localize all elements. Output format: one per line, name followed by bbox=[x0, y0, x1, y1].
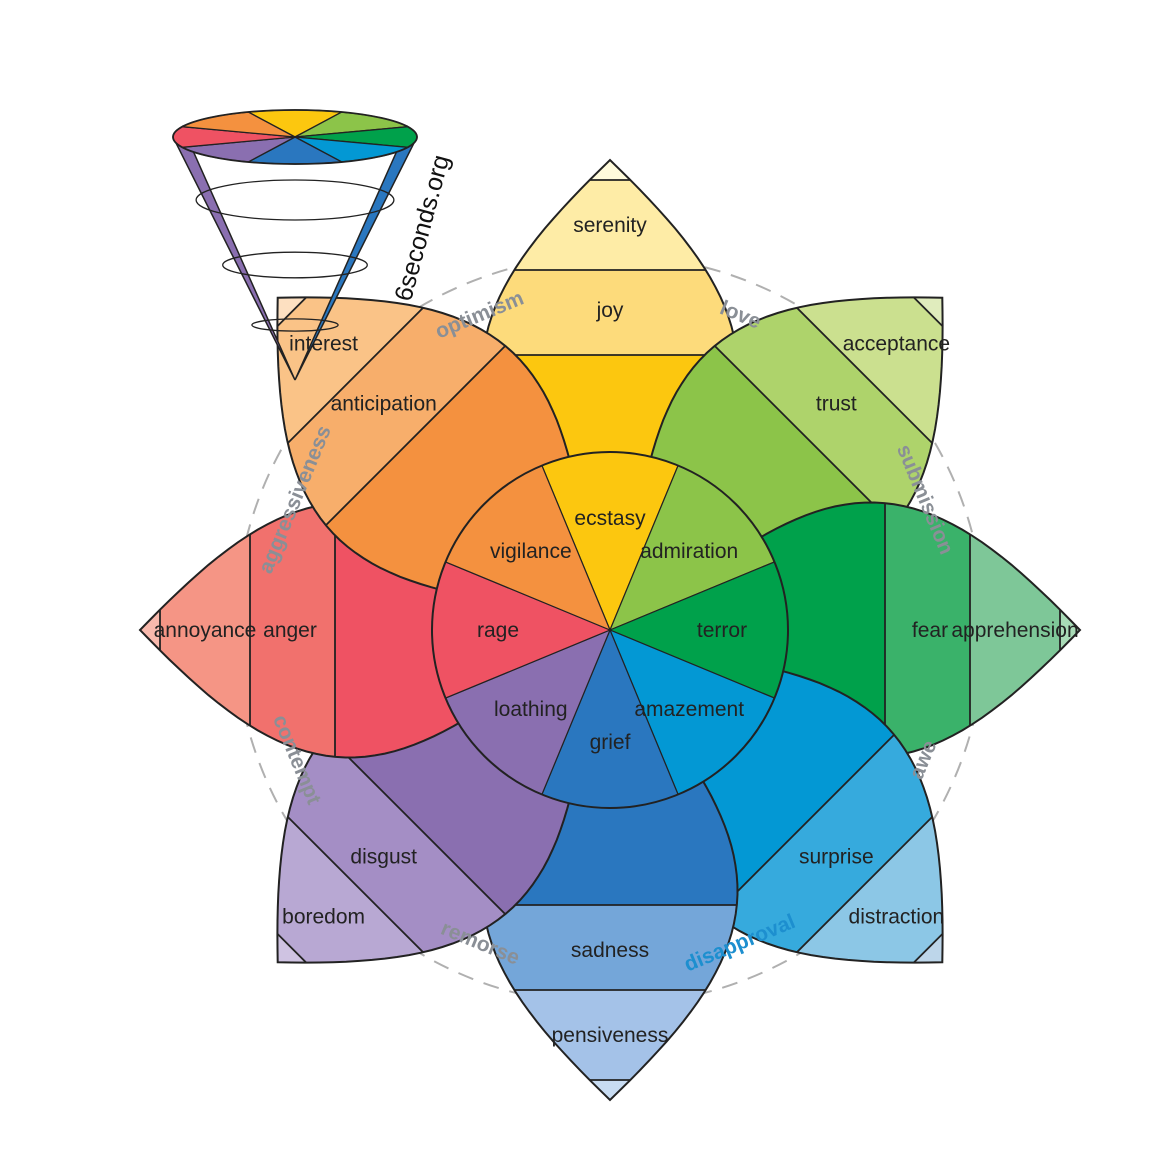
emotion-label-grief: grief bbox=[590, 731, 631, 754]
emotion-label-interest: interest bbox=[289, 333, 358, 356]
petal-band-joy-1 bbox=[482, 270, 738, 355]
emotion-label-anticipation: anticipation bbox=[331, 393, 437, 416]
cone-ring bbox=[195, 179, 395, 221]
emotion-label-joy: joy bbox=[596, 299, 624, 322]
emotion-label-fear: fear bbox=[912, 619, 948, 642]
cone-side-segment bbox=[294, 125, 418, 381]
emotion-label-distraction: distraction bbox=[849, 905, 945, 928]
petal-band-disgust-3 bbox=[277, 837, 403, 963]
emotion-label-disgust: disgust bbox=[350, 845, 417, 868]
petal-band-anticipation-1 bbox=[277, 297, 526, 546]
petal-band-surprise-1 bbox=[694, 714, 943, 963]
emotion-label-amazement: amazement bbox=[634, 698, 744, 721]
petal-band-divider bbox=[817, 837, 943, 963]
petal-band-divider bbox=[304, 324, 527, 547]
emotion-label-anger: anger bbox=[263, 619, 317, 642]
emotion-label-surprise: surprise bbox=[799, 845, 874, 868]
petal-band-disgust-2 bbox=[277, 774, 466, 963]
emotion-label-apprehension: apprehension bbox=[951, 619, 1078, 642]
petal-band-trust-3 bbox=[817, 297, 943, 423]
emotion-label-admiration: admiration bbox=[640, 540, 738, 563]
emotion-label-annoyance: annoyance bbox=[154, 619, 257, 642]
petal-band-anticipation-3 bbox=[277, 297, 403, 423]
cone-ring bbox=[251, 318, 339, 332]
emotion-label-serenity: serenity bbox=[573, 214, 647, 237]
petal-band-surprise-3 bbox=[817, 837, 943, 963]
petal-band-disgust-1 bbox=[277, 714, 526, 963]
petal-band-surprise-2 bbox=[754, 774, 943, 963]
petal-band-trust-1 bbox=[694, 297, 943, 546]
cone-ring bbox=[222, 251, 368, 279]
petal-outline-anticipation bbox=[276, 296, 613, 633]
emotion-label-vigilance: vigilance bbox=[490, 540, 572, 563]
emotion-label-acceptance: acceptance bbox=[843, 333, 950, 356]
emotion-label-pensiveness: pensiveness bbox=[552, 1024, 669, 1047]
petal-band-trust-2 bbox=[754, 297, 943, 486]
core-layer bbox=[431, 451, 789, 809]
labels-layer: ecstasy joy serenity admiration trust accepta… bbox=[154, 214, 1079, 1047]
core-outline bbox=[431, 451, 789, 809]
brand-label: 6seconds.org bbox=[389, 152, 455, 304]
petal-band-divider bbox=[277, 297, 403, 423]
petal-band-sadness-1 bbox=[482, 905, 738, 990]
emotion-label-loathing: loathing bbox=[494, 698, 568, 721]
emotion-label-trust: trust bbox=[816, 393, 857, 416]
emotion-label-boredom: boredom bbox=[282, 905, 365, 928]
emotion-label-terror: terror bbox=[697, 619, 747, 642]
cone-top-outline bbox=[172, 109, 418, 165]
petal-band-divider bbox=[817, 297, 943, 423]
petal-band-anticipation-2 bbox=[277, 297, 466, 486]
emotion-label-rage: rage bbox=[477, 619, 519, 642]
petal-band-fear-1 bbox=[885, 502, 970, 758]
cone-side-segment bbox=[172, 125, 296, 381]
petal-band-divider bbox=[277, 837, 403, 963]
petal-band-anger-1 bbox=[250, 502, 335, 758]
emotion-label-ecstasy: ecstasy bbox=[574, 507, 646, 530]
emotion-label-sadness: sadness bbox=[571, 939, 649, 962]
